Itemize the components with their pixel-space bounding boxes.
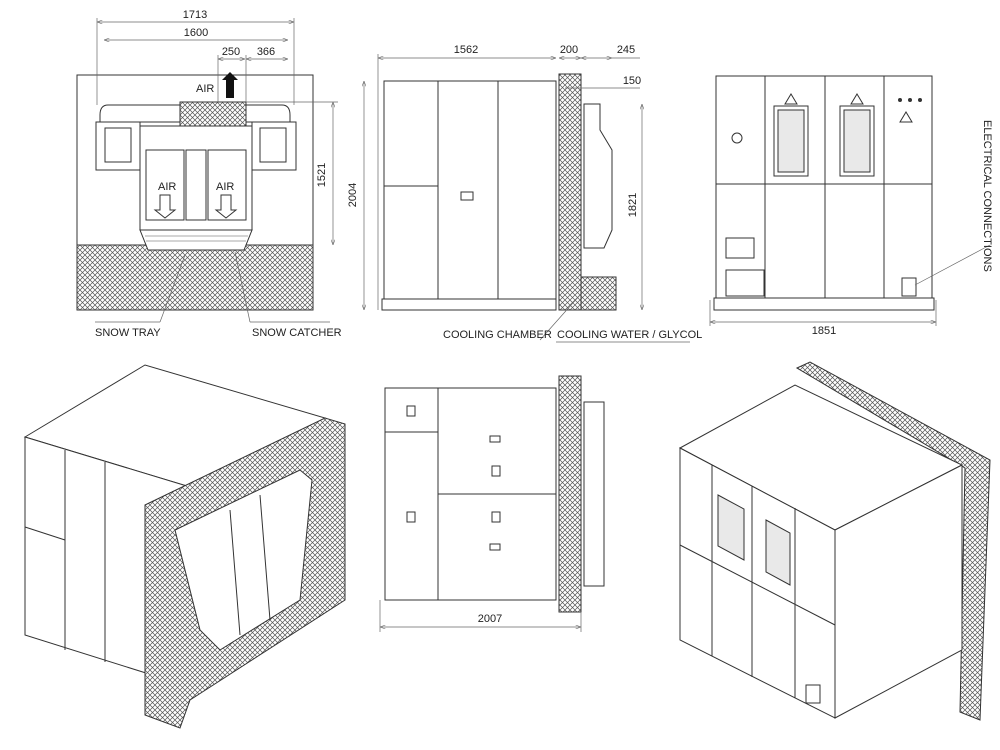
dim-366: 366	[257, 46, 275, 58]
top-view-wall	[558, 375, 582, 613]
panel-seam	[259, 494, 271, 621]
label-snow-tray: SNOW TRAY	[95, 327, 161, 339]
air-arrow-down-left-icon	[153, 194, 177, 219]
dim-1821: 1821	[627, 193, 639, 217]
unit-side	[383, 80, 557, 300]
dim-200: 200	[560, 44, 578, 56]
leader-line	[159, 254, 186, 323]
side-view: 1562 200 245 150 2004 1821 COOLING CHAMB…	[347, 44, 702, 343]
isometric-view-rear	[678, 361, 991, 721]
evaporator-side	[583, 103, 613, 249]
label-cooling-water: COOLING WATER / GLYCOL	[557, 329, 702, 341]
warning-icon-left	[784, 93, 798, 105]
leader-line	[539, 294, 581, 341]
left-fan-panel	[145, 149, 185, 221]
floor-slab	[76, 244, 314, 311]
connection-box	[725, 269, 765, 297]
air-label-left: AIR	[158, 181, 176, 193]
warning-icon-panel	[899, 111, 913, 123]
base-frame	[381, 298, 557, 311]
evaporator-top-view	[583, 401, 605, 587]
top-view: 2007	[379, 375, 605, 632]
handle	[460, 191, 474, 201]
latch	[491, 465, 501, 477]
cooling-chamber-wall	[558, 73, 582, 311]
air-arrow-down-right-icon	[214, 194, 238, 219]
air-label-top: AIR	[196, 83, 214, 95]
snow-tray	[139, 229, 253, 251]
latch	[491, 511, 501, 523]
main-switch-icon	[731, 132, 743, 144]
handle	[489, 435, 501, 443]
dim-1521: 1521	[316, 163, 328, 187]
dim-1851: 1851	[812, 325, 836, 337]
dim-2004: 2004	[347, 183, 359, 207]
center-panel	[185, 149, 207, 221]
right-fan-panel	[207, 149, 247, 221]
air-label-right: AIR	[216, 181, 234, 193]
iso-rear-side	[834, 464, 963, 719]
dim-1562: 1562	[454, 44, 478, 56]
dim-150: 150	[623, 75, 641, 87]
grille-left-mesh	[777, 109, 805, 173]
electrical-box	[901, 277, 917, 297]
right-duct-inner	[259, 127, 287, 163]
panel-seam	[679, 544, 836, 626]
isometric-view-front	[23, 364, 346, 729]
dim-2007: 2007	[478, 613, 502, 625]
iso-evaporator	[174, 469, 313, 651]
panel-seam	[229, 509, 241, 636]
latch	[406, 405, 416, 417]
grille-right-mesh	[843, 109, 871, 173]
warning-icon-right	[850, 93, 864, 105]
leader-line	[914, 244, 991, 286]
label-electrical-connections: ELECTRICAL CONNECTIONS	[981, 120, 993, 272]
dim-245: 245	[617, 44, 635, 56]
dim-1713: 1713	[183, 9, 207, 21]
electrical-box	[805, 684, 821, 704]
left-duct-inner	[104, 127, 132, 163]
iso-grille-left	[717, 494, 745, 561]
indicator-light-icon	[898, 98, 902, 102]
iso-rear-wall	[795, 361, 991, 721]
label-snow-catcher: SNOW CATCHER	[252, 327, 342, 339]
iso-grille-right	[765, 519, 791, 586]
nameplate	[725, 237, 755, 259]
label-cooling-chamber: COOLING CHAMBER	[443, 329, 552, 341]
base-frame-rear	[713, 297, 935, 311]
handle	[489, 543, 501, 551]
dim-1600: 1600	[184, 27, 208, 39]
snow-catcher-grille	[145, 235, 248, 242]
air-arrow-up-icon	[222, 72, 238, 98]
panel-seam	[24, 526, 66, 541]
floor-step	[580, 276, 617, 311]
indicator-light-icon	[908, 98, 912, 102]
front-view: AIR AIR AIR 1713 1600 250 366 1521 SNOW …	[76, 9, 342, 339]
rear-view: 1851 ELECTRICAL CONNECTIONS	[709, 75, 993, 337]
latch	[406, 511, 416, 523]
dim-250: 250	[222, 46, 240, 58]
leader-line	[234, 251, 251, 323]
indicator-light-icon	[918, 98, 922, 102]
unit-rear	[715, 75, 933, 299]
air-outlet	[179, 101, 247, 127]
